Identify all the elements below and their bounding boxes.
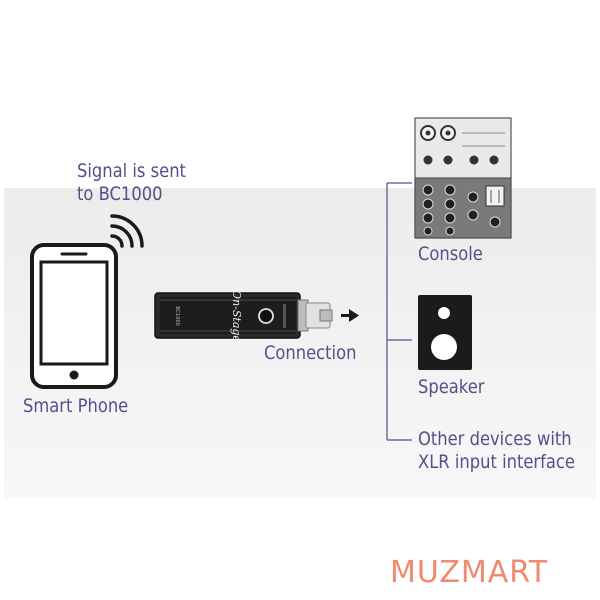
- signal-label: Signal is sent to BC1000: [77, 160, 186, 206]
- speaker-icon: [418, 295, 472, 370]
- signal-label-line1: Signal is sent: [77, 160, 186, 182]
- connection-label: Connection: [264, 342, 357, 364]
- smart-phone-label: Smart Phone: [23, 395, 129, 417]
- output-bracket: [386, 182, 412, 441]
- device-logo: On-Stage: [230, 290, 243, 342]
- arrow-right-icon: [341, 309, 359, 322]
- other-devices-label: Other devices with XLR input interface: [418, 428, 575, 474]
- console-mixer-icon: [414, 117, 512, 239]
- signal-label-line2: to BC1000: [77, 183, 163, 205]
- wireless-signal-icon: [110, 214, 144, 248]
- watermark-logo: MUZMART: [390, 555, 549, 590]
- other-devices-line2: XLR input interface: [418, 451, 575, 473]
- smartphone-icon: [30, 243, 118, 389]
- bc1000-device: On-Stage BC1000: [154, 290, 333, 342]
- device-model-label: BC1000: [174, 306, 180, 326]
- console-label: Console: [418, 243, 483, 265]
- speaker-label: Speaker: [418, 376, 485, 398]
- other-devices-line1: Other devices with: [418, 428, 572, 450]
